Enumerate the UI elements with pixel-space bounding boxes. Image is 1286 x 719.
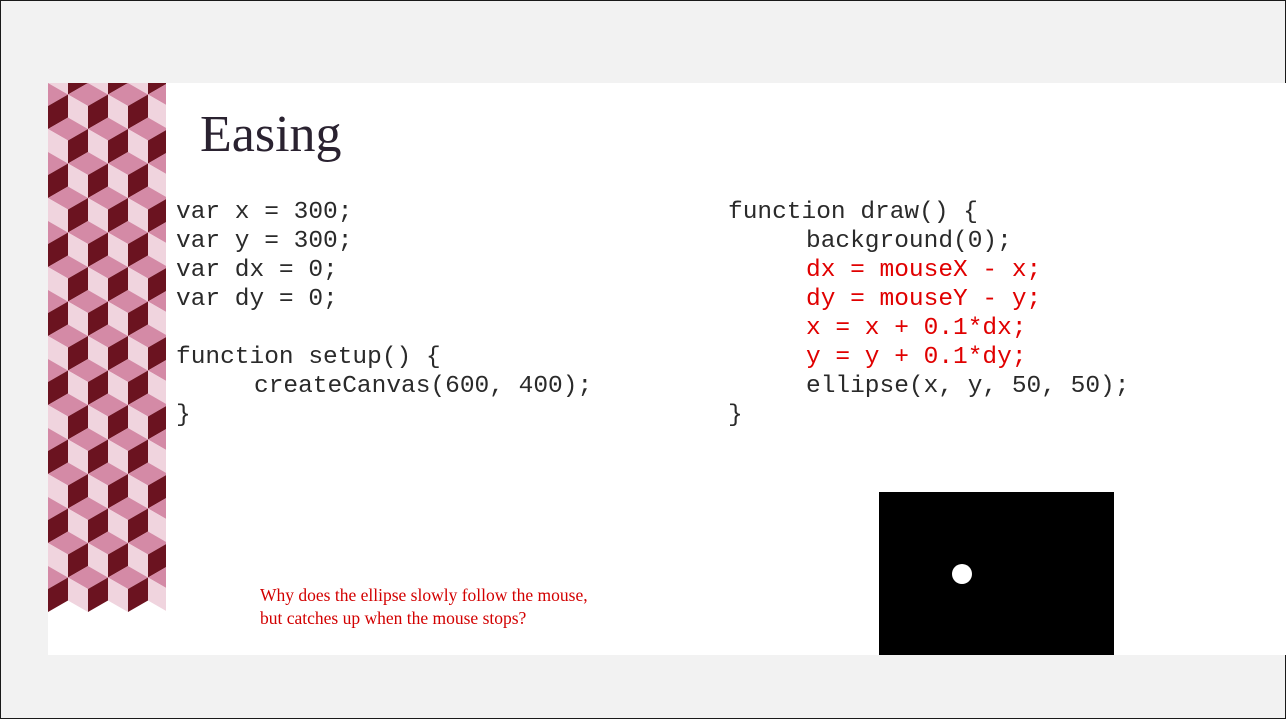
code-line: function setup() { bbox=[176, 344, 441, 371]
cube-pattern-icon bbox=[48, 83, 166, 612]
code-line: ellipse(x, y, 50, 50); bbox=[806, 373, 1130, 400]
slide-title: Easing bbox=[200, 106, 342, 163]
code-line: var x = 300; bbox=[176, 199, 353, 226]
code-block-draw: function draw() {background(0);dx = mous… bbox=[728, 198, 1129, 430]
code-line-highlighted: dx = mouseX - x; bbox=[806, 257, 1042, 284]
decorative-pattern-strip bbox=[48, 83, 166, 655]
code-line-blank bbox=[176, 314, 592, 343]
code-line: var dx = 0; bbox=[176, 257, 338, 284]
code-block-setup: var x = 300;var y = 300;var dx = 0;var d… bbox=[176, 198, 592, 430]
question-line: Why does the ellipse slowly follow the m… bbox=[260, 585, 588, 605]
code-line: background(0); bbox=[806, 228, 1012, 255]
slide: Easing var x = 300;var y = 300;var dx = … bbox=[48, 83, 1286, 655]
ellipse-ball bbox=[952, 564, 972, 584]
code-line: createCanvas(600, 400); bbox=[254, 373, 593, 400]
code-line: } bbox=[728, 402, 743, 429]
code-line: } bbox=[176, 402, 191, 429]
code-line: var dy = 0; bbox=[176, 286, 338, 313]
code-line-highlighted: dy = mouseY - y; bbox=[806, 286, 1042, 313]
code-line: var y = 300; bbox=[176, 228, 353, 255]
code-line: function draw() { bbox=[728, 199, 978, 226]
code-line-highlighted: x = x + 0.1*dx; bbox=[806, 315, 1027, 342]
code-line-highlighted: y = y + 0.1*dy; bbox=[806, 344, 1027, 371]
question-line: but catches up when the mouse stops? bbox=[260, 608, 527, 628]
canvas-preview bbox=[879, 492, 1114, 655]
question-text: Why does the ellipse slowly follow the m… bbox=[260, 584, 730, 630]
